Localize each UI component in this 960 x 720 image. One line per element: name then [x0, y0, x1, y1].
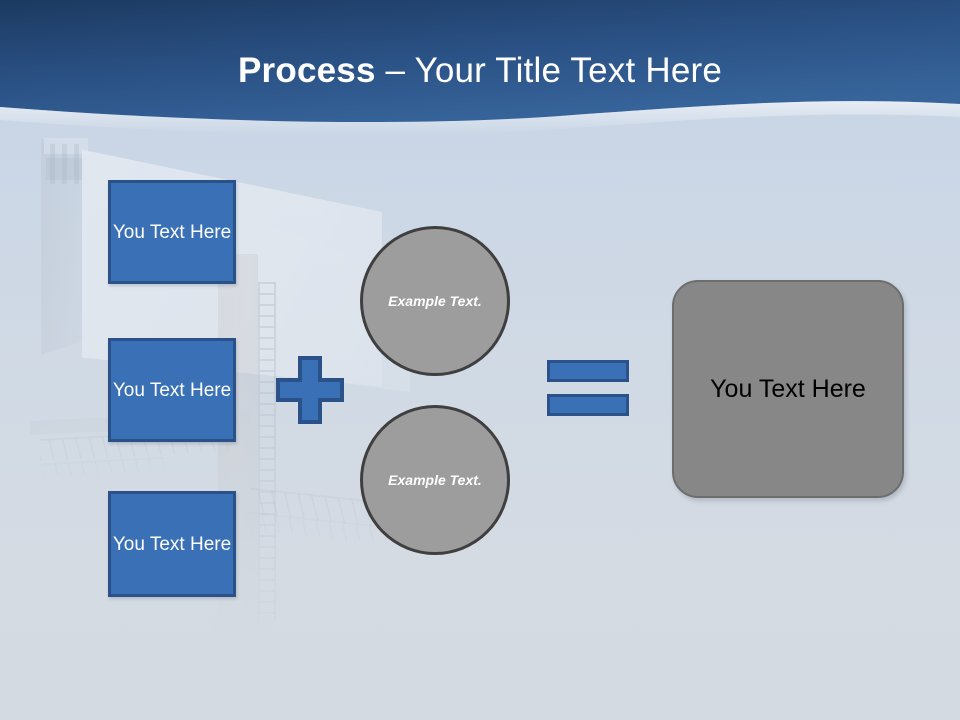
result-box-label: You Text Here — [710, 374, 866, 403]
slide-header-band — [0, 0, 960, 136]
example-circle-2[interactable]: Example Text. — [360, 405, 510, 555]
example-circle-1[interactable]: Example Text. — [360, 226, 510, 376]
equals-icon — [547, 360, 629, 416]
equals-bar-top — [547, 360, 629, 382]
example-circle-1-label: Example Text. — [388, 292, 482, 309]
input-box-2[interactable]: You Text Here — [108, 338, 236, 442]
page-title-separator: – — [375, 51, 415, 90]
plus-icon — [276, 356, 344, 424]
page-title: Process – Your Title Text Here — [0, 50, 960, 92]
example-circle-2-label: Example Text. — [388, 471, 482, 488]
page-title-bold: Process — [238, 51, 376, 90]
input-box-1[interactable]: You Text Here — [108, 180, 236, 284]
result-box[interactable]: You Text Here — [672, 280, 904, 498]
input-box-3-label: You Text Here — [112, 533, 232, 555]
page-title-regular: Your Title Text Here — [414, 51, 722, 90]
equals-bar-bottom — [547, 394, 629, 416]
input-box-2-label: You Text Here — [112, 379, 232, 401]
input-box-1-label: You Text Here — [112, 221, 232, 243]
input-box-3[interactable]: You Text Here — [108, 491, 236, 597]
